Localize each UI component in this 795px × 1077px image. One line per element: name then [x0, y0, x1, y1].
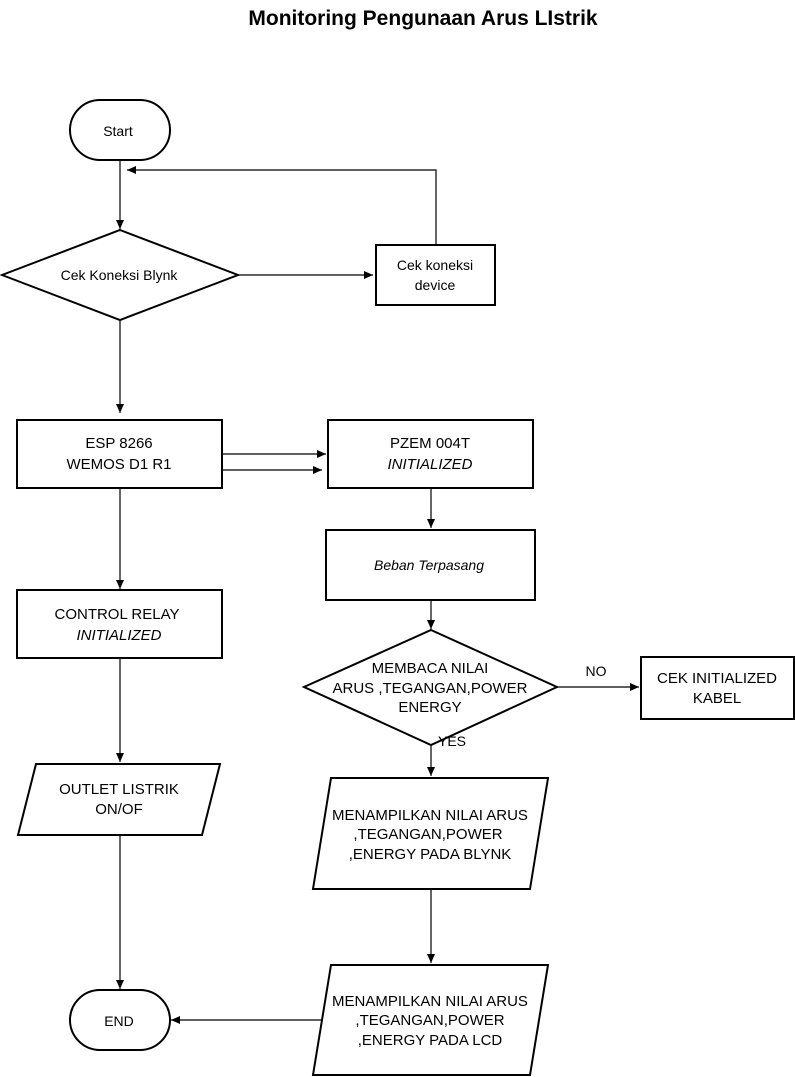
cek-koneksi-device-line1: Cek koneksi — [397, 257, 473, 273]
control-relay-line1: CONTROL RELAY — [54, 606, 179, 623]
cek-koneksi-device-box[interactable]: Cek koneksi device — [375, 244, 496, 306]
esp-line2: WEMOS D1 R1 — [66, 456, 171, 473]
control-relay-box[interactable]: CONTROL RELAY INITIALIZED — [16, 589, 223, 659]
tampil-lcd-io[interactable]: MENAMPILKAN NILAI ARUS ,TEGANGAN,POWER ,… — [311, 964, 550, 1076]
edge-label-no: NO — [586, 663, 607, 679]
edge-cek-device-loop-back — [127, 166, 437, 245]
beban-terpasang-box[interactable]: Beban Terpasang — [325, 529, 536, 601]
membaca-nilai-decision[interactable]: MEMBACA NILAI ARUS ,TEGANGAN,POWER ENERG… — [301, 628, 560, 747]
diagram-title: Monitoring Pengunaan Arus LIstrik — [248, 7, 598, 30]
membaca-nilai-line2: ARUS ,TEGANGAN,POWER — [332, 680, 527, 697]
tampil-lcd-line1: MENAMPILKAN NILAI ARUS — [332, 993, 528, 1010]
end-label: END — [104, 1013, 134, 1029]
cek-koneksi-blynk-label: Cek Koneksi Blynk — [61, 267, 179, 283]
cek-initialized-kabel-box[interactable]: CEK INITIALIZED KABEL — [640, 656, 795, 720]
tampil-blynk-io[interactable]: MENAMPILKAN NILAI ARUS ,TEGANGAN,POWER ,… — [311, 777, 550, 890]
outlet-listrik-io[interactable]: OUTLET LISTRIK ON/OF — [16, 763, 222, 836]
pzem-line2: INITIALIZED — [387, 456, 472, 473]
end-node[interactable]: END — [69, 989, 171, 1051]
edge-label-yes: YES — [438, 733, 466, 749]
tampil-blynk-line1: MENAMPILKAN NILAI ARUS — [332, 807, 528, 824]
cek-initialized-kabel-line2: KABEL — [693, 690, 741, 707]
esp-line1: ESP 8266 — [85, 435, 152, 452]
membaca-nilai-line3: ENERGY — [398, 699, 461, 716]
cek-koneksi-device-line2: device — [415, 277, 456, 293]
start-label: Start — [103, 123, 133, 139]
outlet-listrik-line1: OUTLET LISTRIK — [59, 781, 179, 798]
tampil-lcd-line3: ,ENERGY PADA LCD — [358, 1032, 503, 1049]
tampil-blynk-line3: ,ENERGY PADA BLYNK — [349, 846, 512, 863]
pzem-line1: PZEM 004T — [390, 435, 470, 452]
membaca-nilai-line1: MEMBACA NILAI — [372, 660, 489, 677]
pzem-box[interactable]: PZEM 004T INITIALIZED — [327, 419, 534, 489]
edges — [116, 160, 639, 1024]
beban-terpasang-label: Beban Terpasang — [374, 557, 484, 573]
outlet-listrik-line2: ON/OF — [95, 801, 143, 818]
start-node[interactable]: Start — [69, 99, 171, 161]
tampil-blynk-line2: ,TEGANGAN,POWER — [353, 826, 502, 843]
tampil-lcd-line2: ,TEGANGAN,POWER — [355, 1012, 504, 1029]
control-relay-line2: INITIALIZED — [76, 627, 161, 644]
cek-koneksi-blynk-decision[interactable]: Cek Koneksi Blynk — [0, 228, 241, 322]
esp-box[interactable]: ESP 8266 WEMOS D1 R1 — [16, 419, 223, 489]
cek-initialized-kabel-line1: CEK INITIALIZED — [657, 670, 777, 687]
